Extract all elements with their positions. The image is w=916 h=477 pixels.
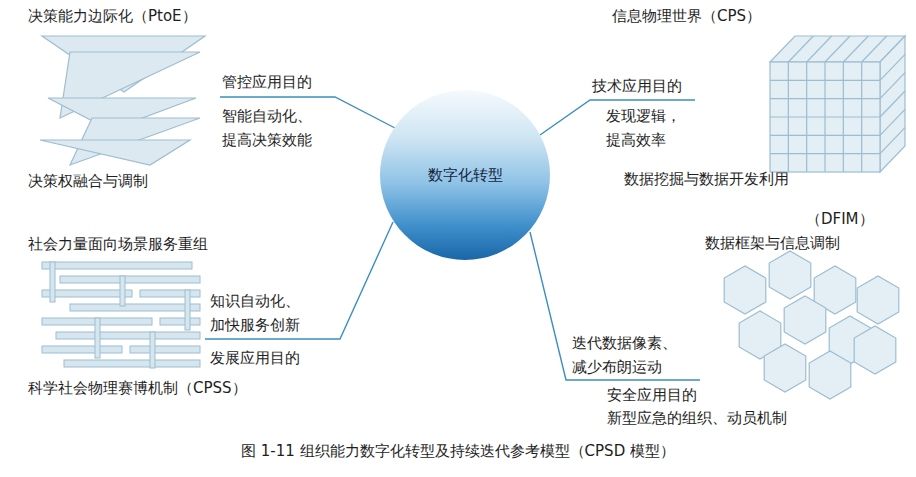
cube-face [770,62,880,172]
hexagon [857,276,899,324]
hexagon [854,326,896,374]
maze-bar [42,346,122,353]
maze-bar [120,276,125,306]
heading-label: 数据挖掘与数据开发利用 [624,167,789,191]
hexagon [764,344,806,392]
grid-line [788,36,813,62]
maze-bar [60,276,200,283]
hexagon [769,251,811,299]
hexagon-blocks [724,251,899,399]
purpose-label: 技术应用目的 [592,74,682,98]
grid-cube [770,36,905,172]
goal-label: 迭代数据像素、 减少布朗运动 [572,331,684,379]
goal-label: 智能自动化、 提高决策效能 [222,104,326,152]
maze-bar [95,318,100,358]
detail-label: 新型应急的组织、动员机制 [607,406,787,430]
bar-maze [42,262,200,368]
purpose-label: 安全应用目的 [607,383,697,407]
heading-label: 决策权融合与调制 [28,169,148,193]
grid-line [807,36,832,62]
heading-label: 决策能力边际化（PtoE） [28,4,197,28]
maze-bar [70,304,200,311]
center-circle: 数字化转型 [380,90,550,260]
leader-line [205,222,393,339]
heading-label: （DFIM） [806,207,874,231]
maze-bar [140,290,200,297]
circle-title: 数字化转型 [428,166,503,185]
heading-label: 信息物理世界（CPS） [612,4,761,28]
maze-bar [185,290,190,330]
maze-bar [50,262,55,302]
heading-label: 数据框架与信息调制 [705,231,840,255]
grid-line [861,62,862,172]
grid-line [843,36,868,62]
maze-bar [42,262,192,269]
purpose-label: 管控应用目的 [222,70,312,94]
grid-line [843,62,844,172]
cube-face [880,36,905,172]
grid-line [825,36,850,62]
goal-label: 发现逻辑， 提高效率 [606,104,702,152]
hexagon [809,351,851,399]
heading-label: 社会力量面向场景服务重组 [28,232,208,256]
grid-line [880,128,905,154]
maze-bar [64,360,200,367]
maze-bar [150,332,155,368]
circle-text-group: 数字化转型 [428,166,503,185]
leader-line [530,232,700,380]
maze-bar [56,332,200,339]
maze-bar [160,318,200,325]
figure-caption: 图 1-11 组织能力数字化转型及持续迭代参考模型（CPSD 模型） [0,440,916,462]
grid-line [770,116,880,117]
purpose-label: 发展应用目的 [210,346,300,370]
triangle [40,140,190,165]
maze-bar [130,346,200,353]
grid-line [862,36,887,62]
grid-line [770,135,880,136]
triangle-layers [40,36,205,165]
grid-line [770,153,880,154]
goal-label: 知识自动化、 加快服务创新 [210,289,314,337]
heading-label: 科学社会物理赛博机制（CPSS） [28,376,247,400]
hexagon [724,266,766,314]
hexagon [784,296,826,344]
